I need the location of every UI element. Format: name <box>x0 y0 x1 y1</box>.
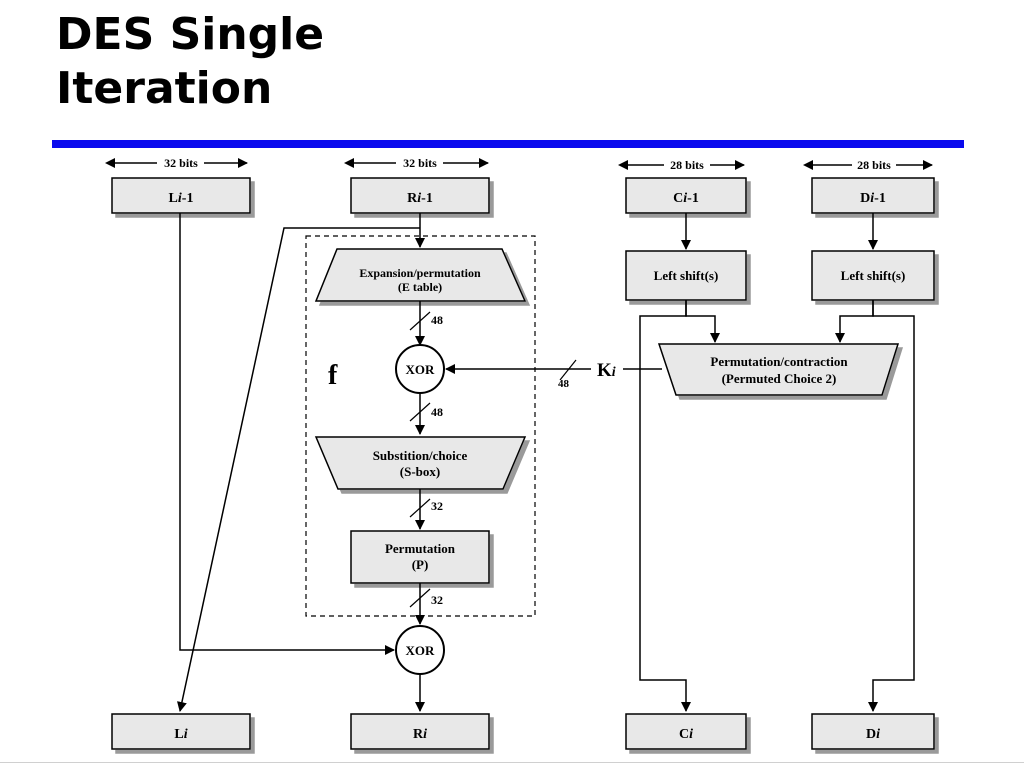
pc2-label-1: Permutation/contraction <box>710 354 848 369</box>
xor-output-label: XOR <box>406 643 436 658</box>
svg-text:Di-1: Di-1 <box>860 191 886 206</box>
register-d-output: Di <box>811 713 935 750</box>
width-indicator-r: 32 bits <box>344 156 489 170</box>
pc2-label-2: (Permuted Choice 2) <box>722 371 837 386</box>
substitution-label-2: (S-box) <box>400 464 440 479</box>
expansion-label-2: (E table) <box>398 280 442 294</box>
register-l-output: Li <box>111 713 251 750</box>
left-shift-d-label: Left shift(s) <box>841 268 906 283</box>
substitution-sbox-box: Substition/choice (S-box) <box>314 436 527 490</box>
width-label-c: 28 bits <box>670 158 704 172</box>
bitwidth-48-a: 48 <box>431 313 443 327</box>
svg-text:Di: Di <box>866 727 880 742</box>
expansion-permutation-box: Expansion/permutation (E table) <box>314 248 527 302</box>
width-label-r: 32 bits <box>403 156 437 170</box>
permutation-p-box: Permutation (P) <box>350 530 490 584</box>
left-shift-c-box: Left shift(s) <box>625 250 747 301</box>
expansion-label-1: Expansion/permutation <box>359 266 481 280</box>
svg-text:Ri: Ri <box>413 727 427 742</box>
svg-text:Ci-1: Ci-1 <box>673 191 699 206</box>
bitwidth-32-b: 32 <box>431 593 443 607</box>
substitution-label-1: Substition/choice <box>373 448 468 463</box>
svg-text:Ri-1: Ri-1 <box>407 191 433 206</box>
width-label-l: 32 bits <box>164 156 198 170</box>
slide-title: DES Single Iteration <box>56 9 325 114</box>
permuted-choice-2-box: Permutation/contraction (Permuted Choice… <box>657 343 900 396</box>
permutation-label-2: (P) <box>412 557 429 572</box>
width-indicator-c: 28 bits <box>618 158 745 172</box>
register-d-input: Di-1 <box>811 177 935 214</box>
title-divider <box>52 140 964 148</box>
register-l-input: Li-1 <box>111 177 251 214</box>
width-label-d: 28 bits <box>857 158 891 172</box>
width-indicator-l: 32 bits <box>105 156 248 170</box>
register-c-output: Ci <box>625 713 747 750</box>
width-indicator-d: 28 bits <box>803 158 933 172</box>
left-shift-c-label: Left shift(s) <box>654 268 719 283</box>
round-key-label: Ki <box>597 360 616 381</box>
register-r-output: Ri <box>350 713 490 750</box>
svg-text:Ci: Ci <box>679 727 693 742</box>
xor-output-node: XOR <box>395 625 445 675</box>
left-shift-d-box: Left shift(s) <box>811 250 935 301</box>
svg-text:Li-1: Li-1 <box>169 191 194 206</box>
xor-f-node: XOR <box>395 344 445 394</box>
bitwidth-48-key: 48 <box>558 378 570 390</box>
f-function-label: f <box>328 360 338 391</box>
xor-f-label: XOR <box>406 362 436 377</box>
permutation-label-1: Permutation <box>385 541 456 556</box>
footer-divider <box>0 762 1024 763</box>
svg-text:Li: Li <box>174 727 187 742</box>
bitwidth-48-b: 48 <box>431 405 443 419</box>
register-r-input: Ri-1 <box>350 177 490 214</box>
register-c-input: Ci-1 <box>625 177 747 214</box>
bitwidth-32-a: 32 <box>431 499 443 513</box>
